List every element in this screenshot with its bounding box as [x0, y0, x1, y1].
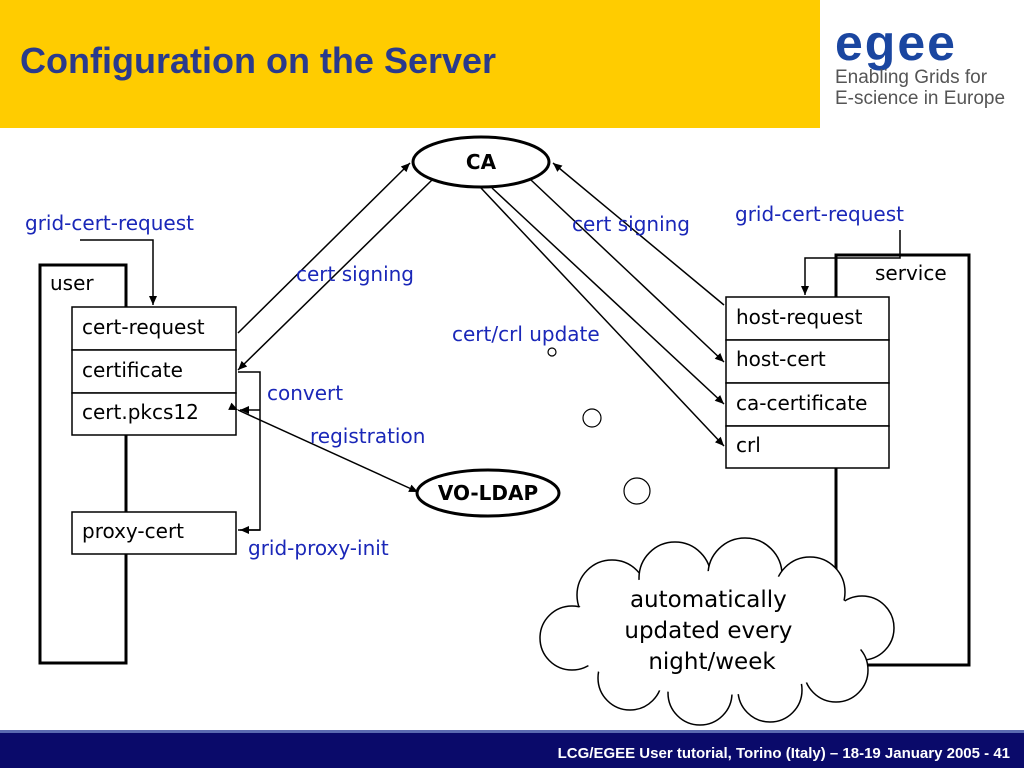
thought-bubble-large — [623, 477, 651, 505]
file-cert-pkcs12: cert.pkcs12 — [82, 400, 199, 424]
service-grid-cert-request-label: grid-cert-request — [735, 202, 904, 226]
service-label: service — [875, 261, 947, 285]
file-host-request: host-request — [736, 305, 863, 329]
file-box — [725, 425, 890, 469]
user-grid-cert-request-label: grid-cert-request — [25, 211, 194, 235]
ca-node — [411, 135, 551, 189]
file-box — [725, 296, 890, 341]
certificate-flow-diagram: user grid-cert-request cert-request cert… — [25, 135, 971, 726]
cloud-line-2: updated every — [624, 618, 792, 644]
cert-crl-update-label: cert/crl update — [452, 322, 600, 346]
proxy-cert-box — [71, 511, 237, 555]
grid-proxy-init-bracket — [238, 371, 261, 531]
user-file-list: cert-request certificate cert.pkcs12 — [71, 306, 237, 436]
grid-proxy-init-label: grid-proxy-init — [248, 536, 389, 560]
file-box — [725, 382, 890, 427]
cloud-line-3: night/week — [648, 649, 776, 675]
cert-signing-left-label: cert signing — [296, 262, 414, 286]
cert-request-to-ca-arrow — [237, 162, 411, 334]
egee-logo: egee Enabling Grids for E-science in Eur… — [835, 18, 1015, 118]
footer-bar: LCG/EGEE User tutorial, Torino (Italy) –… — [0, 730, 1024, 768]
user-request-arrow — [80, 239, 157, 305]
ca-to-crl-arrow — [480, 187, 725, 447]
registration-label: registration — [310, 424, 425, 448]
thought-bubble-medium — [582, 408, 602, 428]
cert-signing-right-label: cert signing — [572, 212, 690, 236]
registration-arrow — [228, 402, 419, 493]
ca-label: CA — [466, 150, 497, 174]
file-box — [725, 339, 890, 384]
file-certificate: certificate — [82, 358, 183, 382]
logo-tagline-line2: E-science in Europe — [835, 87, 1006, 109]
user-label: user — [50, 271, 94, 295]
convert-label: convert — [267, 381, 343, 405]
ca-to-ca-certificate-arrow — [491, 187, 725, 405]
file-host-cert: host-cert — [736, 347, 826, 371]
file-box — [71, 306, 237, 351]
thought-bubble-small — [547, 347, 557, 357]
file-cert-request: cert-request — [82, 315, 205, 339]
logo-tagline-line1: Enabling Grids for — [835, 67, 988, 88]
service-file-list: host-request host-cert ca-certificate cr… — [725, 296, 890, 469]
cloud-text: automatically updated every night/week — [624, 587, 799, 675]
file-ca-certificate: ca-certificate — [736, 391, 867, 415]
ca-to-host-cert-arrow — [530, 179, 725, 363]
update-cloud — [539, 537, 895, 726]
logo-wordmark: egee — [835, 15, 957, 71]
vo-ldap-node — [415, 468, 561, 518]
footer-text: LCG/EGEE User tutorial, Torino (Italy) –… — [557, 745, 1010, 762]
service-request-arrow — [801, 230, 901, 295]
host-request-to-ca-arrow — [552, 162, 725, 306]
cloud-line-1: automatically — [630, 587, 787, 613]
slide-title: Configuration on the Server — [20, 40, 497, 81]
title-bar: Configuration on the Server — [0, 0, 820, 128]
file-proxy-cert: proxy-cert — [82, 519, 184, 543]
ca-to-certificate-arrow — [237, 179, 433, 371]
file-crl: crl — [736, 433, 761, 457]
vo-ldap-label: VO-LDAP — [438, 481, 538, 505]
